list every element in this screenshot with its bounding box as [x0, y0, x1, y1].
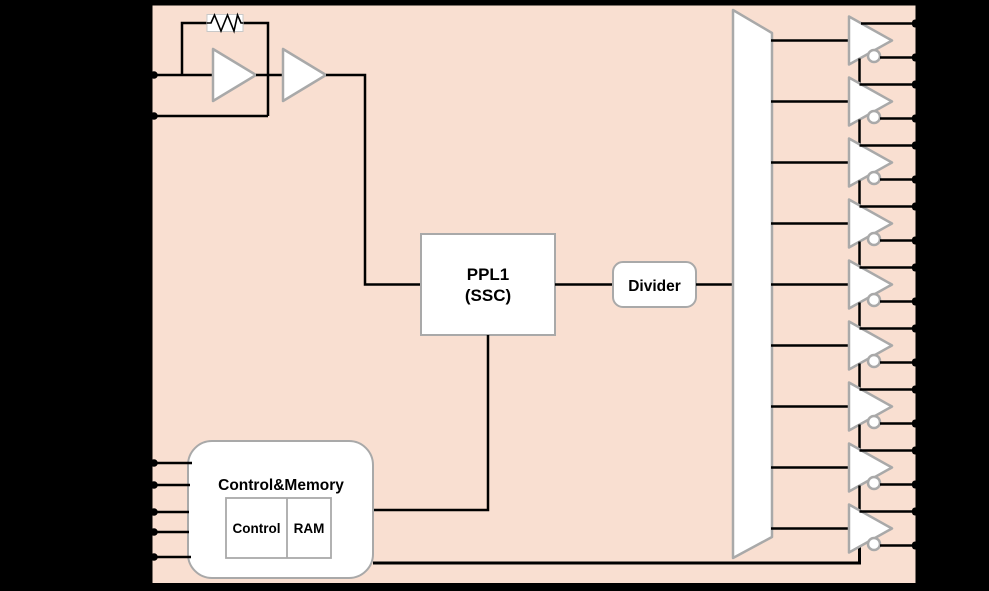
control-pin-dot	[150, 481, 158, 489]
output-pin	[912, 541, 923, 550]
inversion-bubble-icon	[866, 231, 882, 247]
output-pin	[912, 175, 923, 184]
control-pin-dot	[150, 459, 158, 467]
control-memory-title: Control&Memory	[218, 477, 344, 494]
inversion-bubble-icon	[866, 536, 882, 552]
crystal-oscillator-section	[150, 12, 421, 286]
inversion-bubble-icon	[866, 292, 882, 308]
inversion-bubble-icon	[866, 170, 882, 186]
output-pin	[912, 114, 923, 123]
output-buffer-4	[771, 198, 923, 268]
output-buffer-9	[771, 503, 923, 554]
osc-amp-triangle-icon	[211, 47, 258, 103]
output-pin	[912, 263, 923, 272]
output-pin	[912, 236, 923, 245]
ram-cell-label: RAM	[294, 521, 325, 536]
output-pin	[912, 446, 923, 455]
control-memory-block: Control&Memory Control RAM	[187, 440, 374, 579]
feedback-wire-left	[180, 21, 207, 75]
inversion-bubble-icon	[866, 109, 882, 125]
osc-buffer-triangle-icon	[281, 47, 328, 103]
pll-label-line1: PPL1	[467, 265, 510, 284]
control-pin-dot	[150, 553, 158, 561]
output-buffer-7	[771, 381, 923, 451]
inversion-bubble-icon	[866, 48, 882, 64]
output-pin	[912, 141, 923, 150]
divider-block: Divider	[612, 261, 697, 308]
output-pin	[912, 297, 923, 306]
xin-pin-dot	[150, 71, 158, 79]
pll-to-control-wire	[373, 335, 490, 512]
output-buffer-3	[771, 137, 923, 207]
output-pin	[912, 507, 923, 516]
control-cell-label: Control	[233, 521, 281, 536]
resistor-zigzag-icon	[207, 12, 243, 34]
output-buffer-5	[771, 259, 923, 329]
control-pin-dot	[150, 508, 158, 516]
output-buffer-2	[771, 76, 923, 146]
output-pin	[912, 19, 923, 28]
output-pin	[912, 480, 923, 489]
output-pin	[912, 385, 923, 394]
divider-label: Divider	[628, 278, 681, 295]
output-pin	[912, 419, 923, 428]
output-pin	[912, 80, 923, 89]
output-pin	[912, 324, 923, 333]
pll-label-line2: (SSC)	[465, 286, 511, 305]
output-pin	[912, 202, 923, 211]
mux-trapezoid-icon	[731, 8, 774, 560]
osc-to-pll-wire	[326, 73, 421, 286]
output-buffer-8	[771, 442, 923, 512]
output-buffer-1	[771, 15, 923, 85]
inversion-bubble-icon	[866, 475, 882, 491]
control-input-pins	[150, 459, 192, 561]
control-pin-dot	[150, 528, 158, 536]
inversion-bubble-icon	[866, 414, 882, 430]
pll-box	[420, 233, 556, 336]
output-pin	[912, 53, 923, 62]
inversion-bubble-icon	[866, 353, 882, 369]
xout-pin-dot	[150, 112, 158, 120]
pll-block: PPL1 (SSC)	[420, 233, 556, 336]
control-bottom-rail-wire	[373, 546, 861, 565]
feedback-wire-right	[243, 21, 270, 116]
control-ram-box	[225, 497, 332, 559]
output-pin	[912, 358, 923, 367]
output-buffer-6	[771, 320, 923, 390]
